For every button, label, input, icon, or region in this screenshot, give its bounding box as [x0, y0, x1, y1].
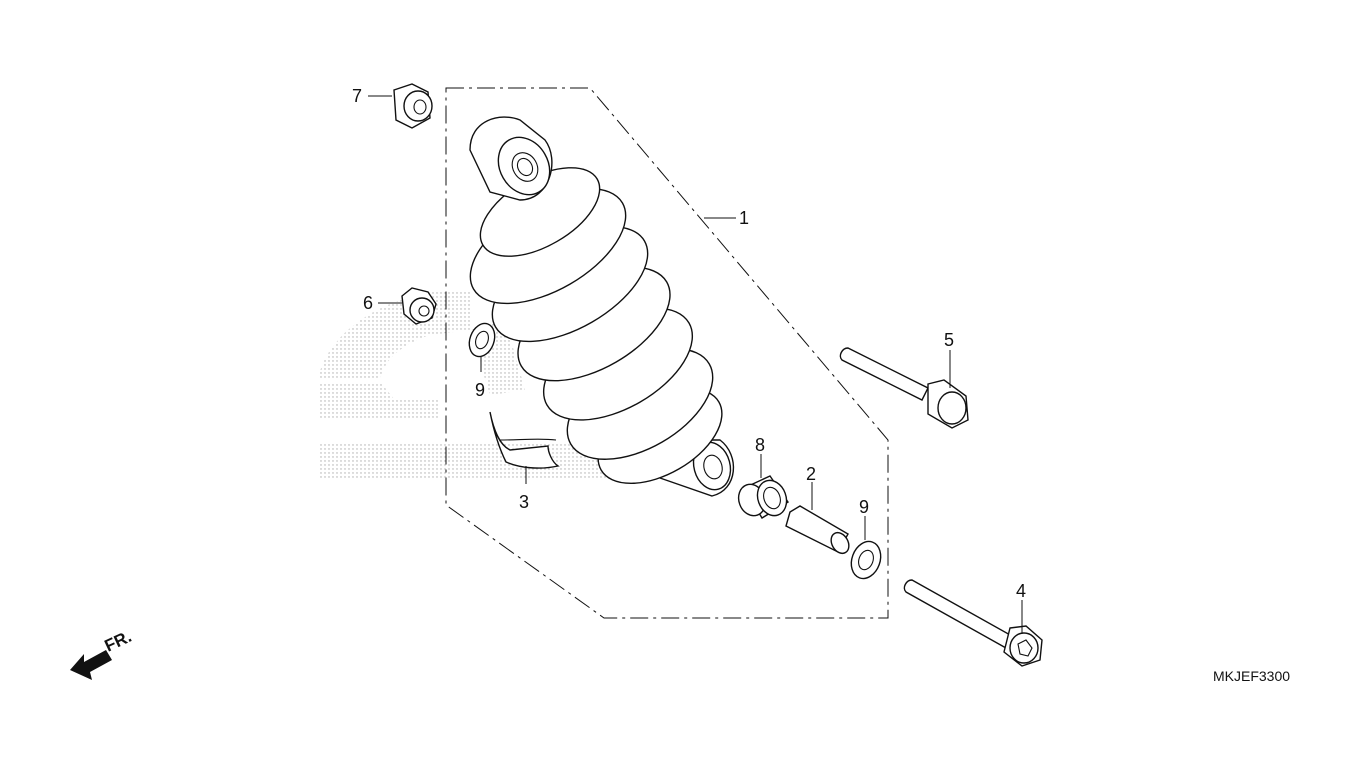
washer-lower — [850, 540, 882, 580]
callout-7: 7 — [352, 86, 362, 106]
shock-absorber — [469, 116, 735, 497]
inner-sleeve — [785, 505, 850, 555]
front-direction-arrow-icon: FR. — [70, 627, 135, 680]
callout-4: 4 — [1016, 581, 1026, 601]
callout-9-upper: 9 — [475, 380, 485, 400]
bolt-lower — [903, 579, 1043, 667]
callout-5: 5 — [944, 330, 954, 350]
label-band — [489, 411, 560, 469]
leader-lines — [368, 95, 1023, 634]
callout-3: 3 — [519, 492, 529, 512]
callout-1: 1 — [739, 208, 749, 228]
washer-upper — [468, 322, 496, 358]
bushing-nut-upper — [393, 83, 433, 129]
callout-2: 2 — [806, 464, 816, 484]
callout-8: 8 — [755, 435, 765, 455]
callout-9-lower: 9 — [859, 497, 869, 517]
callout-6: 6 — [363, 293, 373, 313]
bushing-nut-lower — [401, 287, 437, 325]
collar-bearing — [737, 475, 789, 519]
bolt-upper — [839, 347, 969, 429]
drawing-code: MKJEF3300 — [1213, 668, 1290, 684]
assembly-outline — [445, 87, 889, 619]
